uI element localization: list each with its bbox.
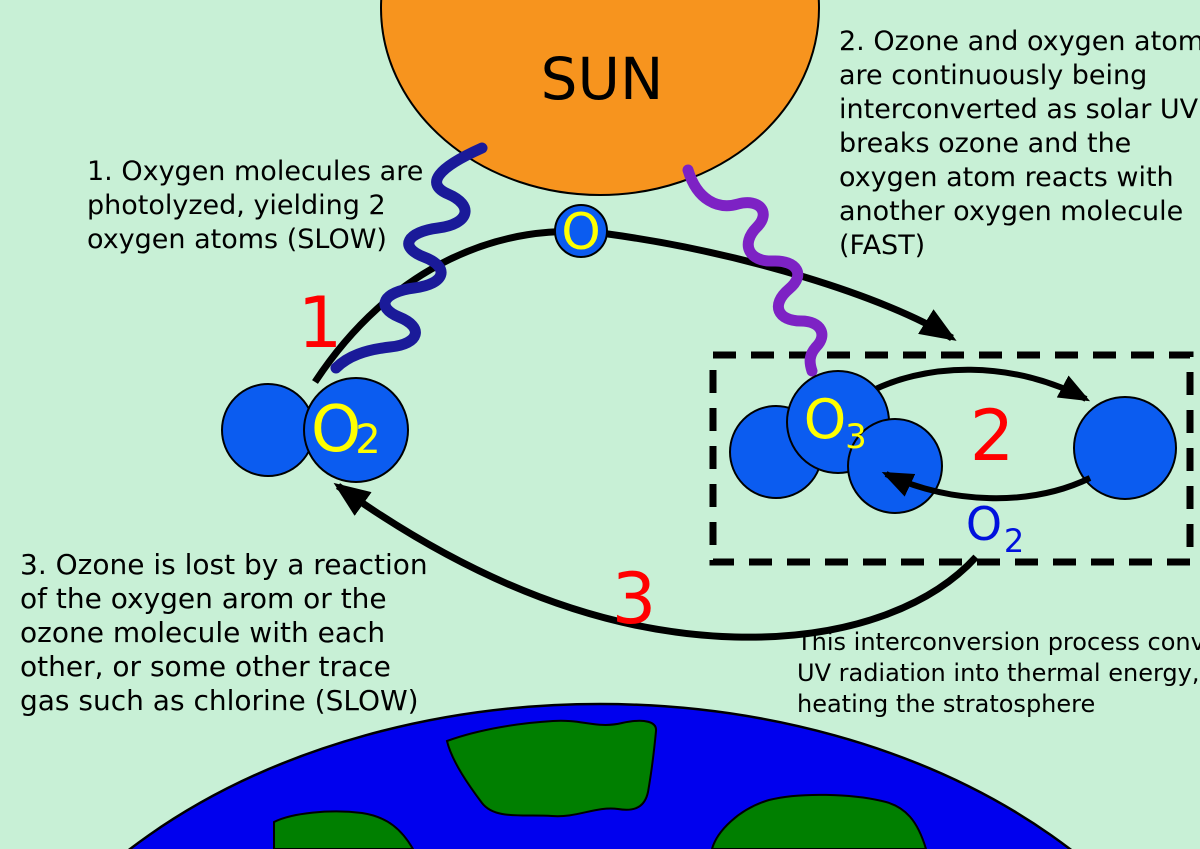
continent-right <box>710 793 928 849</box>
arrow-ozone-loss-cycle <box>333 482 979 641</box>
interconversion-box <box>709 351 1194 566</box>
oxygen-atom-in-box <box>1073 396 1177 500</box>
continent-top <box>445 719 658 818</box>
oxygen-molecule-label: O <box>311 393 361 467</box>
arrow-atom-to-ozone <box>881 471 1092 502</box>
arrow-ozone-to-atom <box>860 366 1091 402</box>
interconversion-note: This interconversion process converts UV… <box>797 628 1200 718</box>
step2-number: 2 <box>970 395 1015 477</box>
sun-label: SUN <box>541 45 664 113</box>
ozone-label-subscript: 3 <box>845 417 867 457</box>
uv-wave-right-icon <box>682 164 828 377</box>
oxygen-atom-label: O <box>561 203 600 261</box>
oxygen-atom <box>554 204 608 258</box>
uv-wave-left-icon <box>330 142 488 374</box>
oxygen-molecule-product-label-subscript: 2 <box>1004 522 1024 560</box>
ozone-label: O <box>804 388 847 451</box>
step3-annotation: 3. Ozone is lost by a reaction of the ox… <box>20 548 428 717</box>
continent-left <box>273 810 415 849</box>
step3-number: 3 <box>612 558 657 640</box>
oxygen-molecule-right-atom <box>303 377 409 483</box>
oxygen-molecule-left-atom <box>221 383 315 477</box>
step1-number: 1 <box>298 282 343 364</box>
oxygen-molecule-product-label: O <box>966 497 1002 551</box>
oxygen-molecule-label-subscript: 2 <box>355 417 380 463</box>
step1-annotation: 1. Oxygen molecules are photolyzed, yiel… <box>87 156 424 255</box>
step2-annotation: 2. Ozone and oxygen atoms are continuous… <box>839 26 1200 261</box>
sun <box>380 0 820 196</box>
